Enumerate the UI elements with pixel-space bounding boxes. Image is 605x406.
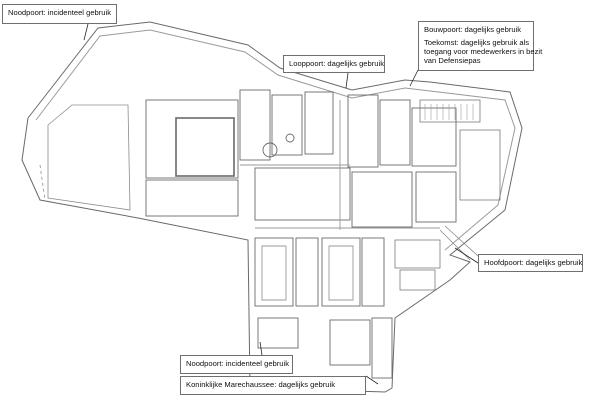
building-block-h — [415, 171, 457, 223]
field-west — [39, 104, 131, 211]
callout-bouwpoort-line-3: Toekomst: dagelijks gebruik als — [424, 38, 530, 47]
building-block-d — [304, 91, 334, 155]
hangar-outer — [145, 99, 239, 179]
leader-lines — [83, 23, 479, 385]
site-boundary-outline — [21, 21, 523, 393]
road-central — [240, 100, 440, 230]
callout-looppoort: Looppoort: dagelijks gebruik — [283, 55, 385, 73]
leader-noodpoort-north — [83, 23, 89, 41]
block-south-inner — [261, 245, 354, 301]
callout-looppoort-label: Looppoort: dagelijks gebruik — [289, 59, 384, 68]
site-boundary-inner — [35, 29, 516, 251]
block-south-b — [295, 237, 319, 307]
leader-hoofdpoort — [454, 247, 479, 264]
building-east-b — [394, 239, 441, 269]
roundabout — [262, 142, 278, 158]
callout-bouwpoort-line-5: van Defensiepas — [424, 56, 481, 65]
leader-bouwpoort — [409, 69, 419, 87]
building-block-c — [271, 94, 303, 156]
callout-noodpoort-south: Noodpoort: incidenteel gebruik — [180, 355, 293, 374]
building-block-e — [347, 94, 379, 168]
callout-hoofdpoort: Hoofdpoort: dagelijks gebruik — [478, 254, 583, 272]
block-south-f — [329, 319, 371, 366]
block-south-d — [361, 237, 385, 307]
roundabout-small — [285, 133, 295, 143]
hangar-inner — [175, 117, 235, 177]
field-edge-dashes — [39, 164, 46, 201]
building-block-b — [239, 89, 271, 161]
callout-hoofdpoort-label: Hoofdpoort: dagelijks gebruik — [484, 258, 583, 267]
buildings-south — [254, 237, 393, 379]
building-block-f — [379, 99, 411, 166]
callout-bouwpoort: Bouwpoort: dagelijks gebruik Toekomst: d… — [418, 21, 543, 71]
building-block-a — [145, 179, 239, 217]
callout-bouwpoort-line-1: Bouwpoort: dagelijks gebruik — [424, 25, 522, 34]
site-boundary — [21, 21, 523, 393]
entrance-road — [439, 225, 479, 261]
building-block-i — [411, 107, 457, 167]
callout-bouwpoort-line-4: toegang voor medewerkers in bezit — [424, 47, 543, 56]
callout-noodpoort-south-label: Noodpoort: incidenteel gebruik — [186, 359, 290, 368]
block-south-a — [254, 237, 294, 307]
sports-field — [47, 104, 131, 211]
parking-east — [419, 99, 481, 123]
leader-noodpoort-south — [259, 341, 263, 356]
buildings-central — [145, 89, 457, 230]
building-east-c — [399, 269, 436, 291]
building-block-g — [351, 171, 413, 228]
block-south-g — [371, 317, 393, 379]
block-south-e — [257, 317, 299, 349]
buildings-east — [394, 99, 501, 291]
leader-looppoort — [345, 72, 349, 89]
callout-marechaussee: Koninklijke Marechaussee: dagelijks gebr… — [180, 376, 366, 395]
building-east-a — [459, 129, 501, 201]
callout-noodpoort-north-label: Noodpoort: incidenteel gebruik — [8, 8, 112, 17]
leader-marechaussee — [365, 375, 379, 385]
callout-noodpoort-north: Noodpoort: incidenteel gebruik — [2, 4, 117, 24]
callout-marechaussee-label: Koninklijke Marechaussee: dagelijks gebr… — [186, 380, 336, 389]
courtyard — [254, 167, 351, 221]
block-south-c — [321, 237, 361, 307]
parking-stripes — [424, 104, 474, 120]
